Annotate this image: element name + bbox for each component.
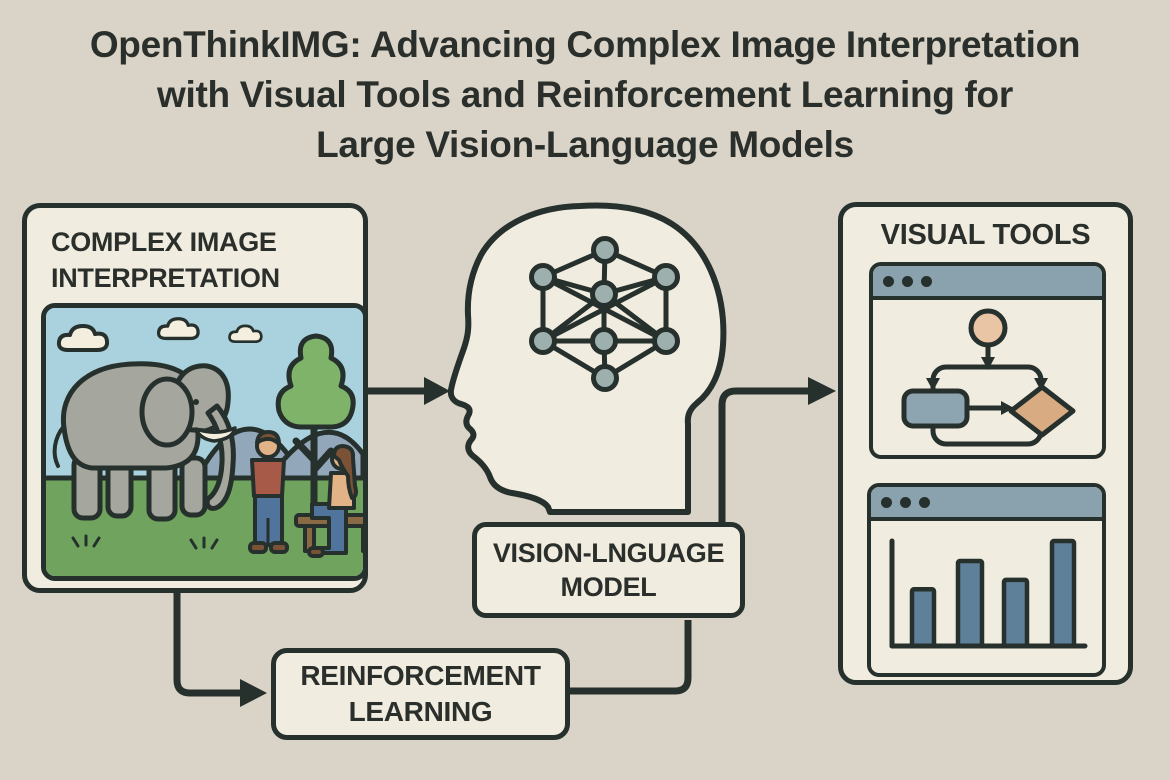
bar — [1001, 577, 1030, 649]
flowchart-graphic — [901, 308, 1076, 447]
rl-label-line-2: LEARNING — [348, 696, 493, 727]
window-dot-icon — [921, 275, 932, 287]
woman-figure — [307, 444, 358, 558]
title-line-1: OpenThinkIMG: Advancing Complex Image In… — [89, 24, 1081, 65]
visual-tools-label: VISUAL TOOLS — [880, 219, 1091, 251]
bar — [909, 587, 937, 649]
elephant-graphic — [52, 361, 237, 522]
neural-network-graphic — [529, 236, 680, 392]
vlm-label-line-2: MODEL — [560, 572, 657, 602]
window-titlebar — [871, 487, 1102, 521]
flow-process-rect — [901, 388, 970, 429]
bar-chart-graphic — [889, 538, 1088, 649]
window-dot-icon — [919, 496, 930, 508]
flowchart-body — [873, 300, 1102, 455]
vision-language-model-box: VISION-LNGUAGE MODEL — [472, 522, 745, 618]
rl-label-line-1: REINFORCEMENT — [300, 660, 541, 691]
window-dot-icon — [881, 496, 892, 508]
tree-graphic — [275, 333, 356, 514]
arrow-panel-to-rl — [173, 590, 267, 707]
grass-tufts — [71, 534, 219, 550]
cloud-icons — [56, 317, 263, 352]
page-title: OpenThinkIMG: Advancing Complex Image In… — [0, 20, 1170, 170]
title-line-2: with Visual Tools and Reinforcement Lear… — [157, 74, 1013, 115]
elephant-tusks — [194, 426, 237, 443]
complex-image-label-line-2: INTERPRETATION — [51, 263, 280, 293]
woman-legs — [310, 502, 348, 555]
browser-window-flowchart — [869, 262, 1106, 459]
browser-window-barchart — [867, 483, 1106, 677]
bar-group — [909, 538, 1077, 649]
park-illustration — [41, 303, 368, 581]
visual-tools-panel: VISUAL TOOLS — [838, 202, 1133, 685]
bar — [1049, 538, 1077, 649]
reinforcement-learning-box: REINFORCEMENT LEARNING — [271, 648, 570, 740]
arrow-image-to-head — [360, 377, 450, 405]
flow-start-circle — [968, 308, 1008, 348]
man-hair — [255, 430, 281, 446]
park-illustration-svg — [46, 308, 363, 576]
head-silhouette-graphic — [447, 202, 727, 515]
elephant-eye — [193, 399, 199, 405]
window-titlebar — [873, 266, 1102, 300]
complex-image-label: COMPLEX IMAGE INTERPRETATION — [27, 208, 363, 296]
bar — [955, 558, 985, 649]
complex-image-panel: COMPLEX IMAGE INTERPRETATION — [22, 203, 368, 593]
window-dot-icon — [883, 275, 894, 287]
man-figure — [248, 430, 289, 554]
elephant-ear — [139, 376, 195, 448]
window-dot-icon — [902, 275, 913, 287]
complex-image-label-line-1: COMPLEX IMAGE — [51, 227, 277, 257]
vlm-label-line-1: VISION-LNGUAGE — [492, 538, 725, 568]
connector-rl-to-vlm — [568, 620, 692, 695]
woman-hair — [332, 444, 358, 500]
title-line-3: Large Vision-Language Models — [316, 124, 854, 165]
arrow-vlm-to-tools — [718, 377, 836, 524]
window-dot-icon — [900, 496, 911, 508]
flow-decision-diamond — [1008, 384, 1076, 438]
barchart-body — [871, 521, 1102, 673]
